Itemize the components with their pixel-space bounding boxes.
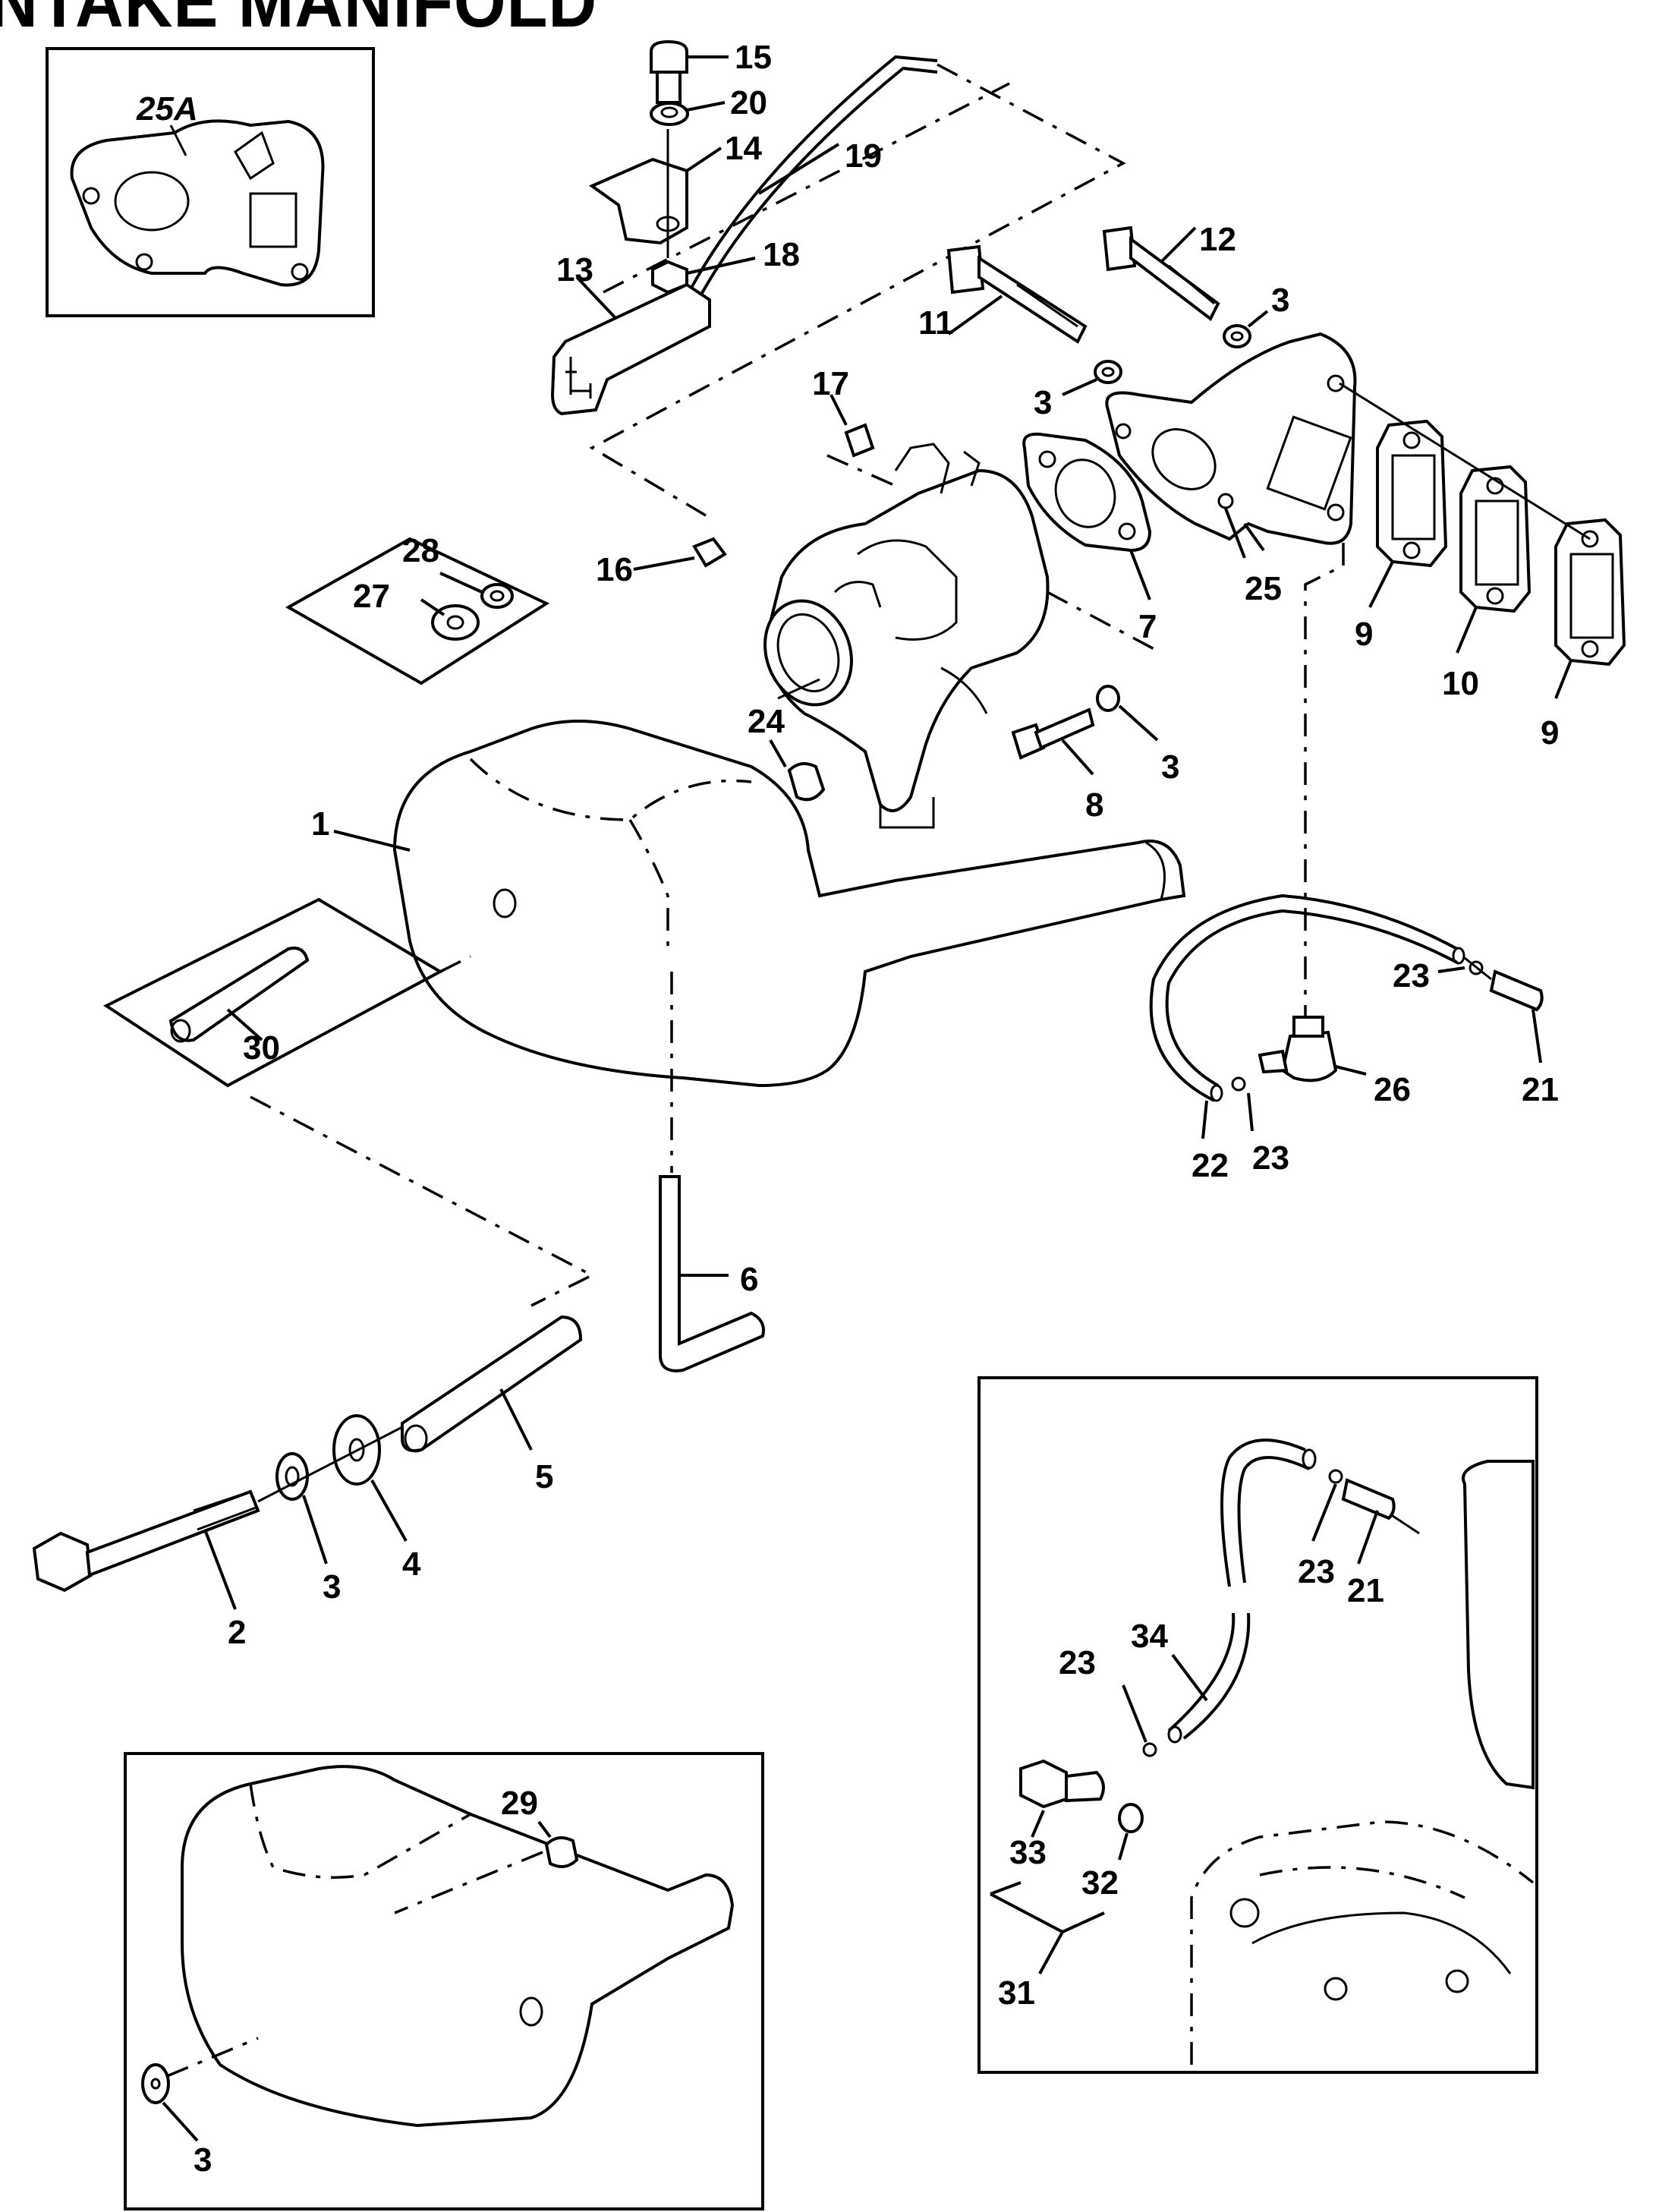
callout-29: 29 bbox=[501, 1785, 538, 1822]
diagram-title: NTAKE MANIFOLD bbox=[0, 0, 598, 43]
callout-30: 30 bbox=[243, 1029, 280, 1067]
callout-26: 26 bbox=[1374, 1071, 1411, 1108]
callout-labels: 15 20 14 19 18 13 12 3 11 3 17 16 7 25 9… bbox=[194, 39, 1559, 2179]
callout-23-b: 23 bbox=[1252, 1139, 1289, 1177]
callout-31: 31 bbox=[998, 1974, 1035, 2012]
callout-25a: 25A bbox=[136, 90, 198, 128]
callout-3-inset: 3 bbox=[194, 2141, 212, 2179]
callout-3-lower: 3 bbox=[323, 1568, 341, 1605]
manifold-and-gaskets bbox=[1022, 332, 1626, 1017]
callout-7: 7 bbox=[1138, 608, 1157, 645]
callout-27: 27 bbox=[353, 578, 390, 615]
callout-16: 16 bbox=[596, 551, 633, 588]
callout-18: 18 bbox=[763, 236, 800, 273]
linkage-assembly bbox=[550, 39, 1126, 521]
callout-9-second: 9 bbox=[1541, 714, 1559, 752]
bolt-assembly bbox=[946, 225, 1269, 396]
callout-4: 4 bbox=[402, 1546, 421, 1583]
callout-11: 11 bbox=[918, 304, 954, 342]
inset-tube bbox=[102, 897, 595, 1307]
callout-17: 17 bbox=[812, 365, 849, 402]
callout-10: 10 bbox=[1442, 665, 1479, 702]
air-silencer bbox=[333, 720, 1186, 1088]
callout-21-b: 21 bbox=[1347, 1572, 1384, 1609]
callout-21-a: 21 bbox=[1522, 1071, 1559, 1108]
callout-3-upper: 3 bbox=[1271, 282, 1289, 319]
callout-33: 33 bbox=[1009, 1834, 1047, 1871]
callout-8: 8 bbox=[1085, 786, 1103, 824]
callout-23-d: 23 bbox=[1059, 1644, 1096, 1681]
callout-19: 19 bbox=[845, 137, 882, 175]
inset-bottom-left bbox=[124, 1752, 764, 2210]
callout-5: 5 bbox=[535, 1458, 553, 1495]
callout-20: 20 bbox=[730, 84, 767, 121]
callout-14: 14 bbox=[725, 130, 762, 167]
callout-23-c: 23 bbox=[1298, 1553, 1335, 1590]
inset-washers bbox=[285, 537, 550, 685]
callout-1: 1 bbox=[311, 805, 329, 843]
inset-25a: 25A bbox=[46, 47, 375, 317]
tube-6 bbox=[659, 972, 765, 1372]
callout-24: 24 bbox=[748, 703, 785, 740]
callout-15: 15 bbox=[735, 39, 772, 76]
carburetor bbox=[633, 394, 1162, 829]
callout-34: 34 bbox=[1131, 1618, 1168, 1655]
callout-13: 13 bbox=[556, 251, 593, 288]
callout-3-carb: 3 bbox=[1161, 748, 1179, 786]
callout-9-first: 9 bbox=[1355, 616, 1373, 653]
callout-2: 2 bbox=[228, 1614, 246, 1651]
callout-25: 25 bbox=[1245, 570, 1282, 607]
callout-6: 6 bbox=[740, 1261, 758, 1298]
callout-3-mid: 3 bbox=[1034, 384, 1052, 421]
callout-12: 12 bbox=[1199, 221, 1236, 258]
callout-28: 28 bbox=[402, 532, 439, 569]
inset-bottom-right bbox=[977, 1376, 1538, 2074]
hose-assembly bbox=[1149, 893, 1544, 1139]
callout-22: 22 bbox=[1192, 1147, 1229, 1184]
callout-23-a: 23 bbox=[1393, 957, 1430, 994]
callout-32: 32 bbox=[1081, 1864, 1119, 1902]
mounting-hardware bbox=[32, 1315, 583, 1610]
